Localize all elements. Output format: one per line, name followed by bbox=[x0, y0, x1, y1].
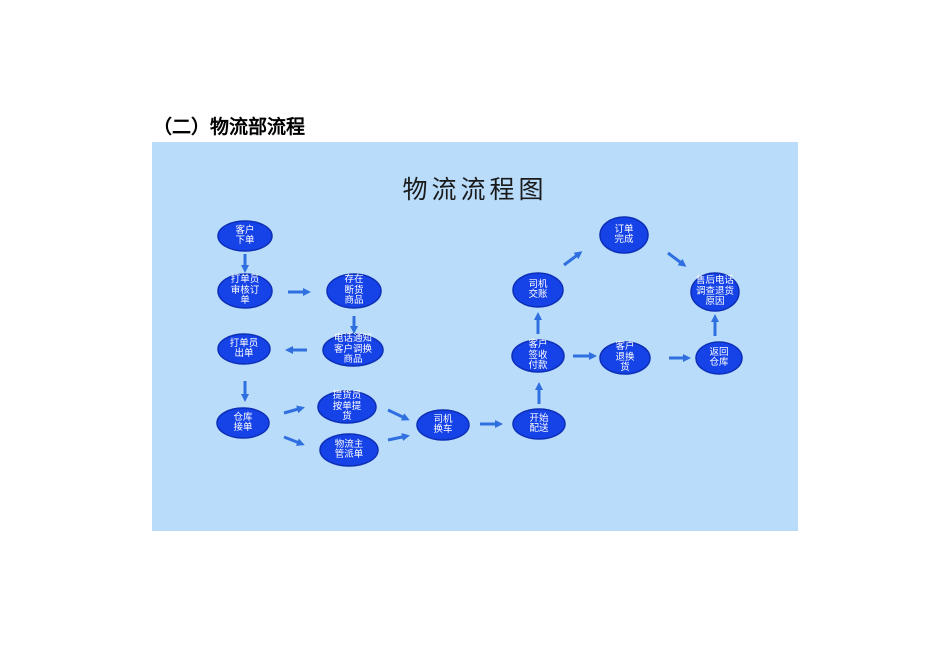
node-customer-order bbox=[217, 220, 273, 252]
node-customer-sign bbox=[511, 339, 565, 373]
flow-arrow bbox=[667, 251, 687, 267]
node-stock-out bbox=[326, 273, 382, 309]
flow-arrow bbox=[283, 435, 305, 446]
flowchart-canvas bbox=[216, 216, 743, 467]
section-heading: （二）物流部流程 bbox=[153, 116, 306, 138]
node-driver-settle bbox=[512, 272, 564, 308]
flow-arrow bbox=[387, 408, 410, 421]
node-after-sales bbox=[690, 272, 740, 312]
diagram-title: 物流流程图 bbox=[402, 175, 548, 204]
node-clerk-issue bbox=[217, 333, 271, 365]
node-phone-notify bbox=[322, 333, 384, 367]
node-return-warehouse bbox=[695, 341, 743, 375]
node-logistics-manager bbox=[319, 433, 379, 467]
node-warehouse-receive bbox=[216, 407, 270, 439]
node-order-complete bbox=[599, 216, 649, 254]
flowchart-panel: 物流流程图 客户 下单打单员 审核订 单存在 断货 商品打单员 出单电话通知 客… bbox=[152, 142, 798, 531]
node-start-delivery bbox=[512, 408, 566, 440]
flow-arrow bbox=[563, 251, 583, 267]
node-driver-pickup bbox=[416, 409, 470, 441]
node-clerk-review bbox=[217, 273, 273, 309]
node-picker bbox=[317, 390, 377, 424]
flow-arrow bbox=[387, 433, 410, 442]
node-customer-return bbox=[599, 341, 651, 375]
flow-arrow bbox=[283, 405, 305, 415]
